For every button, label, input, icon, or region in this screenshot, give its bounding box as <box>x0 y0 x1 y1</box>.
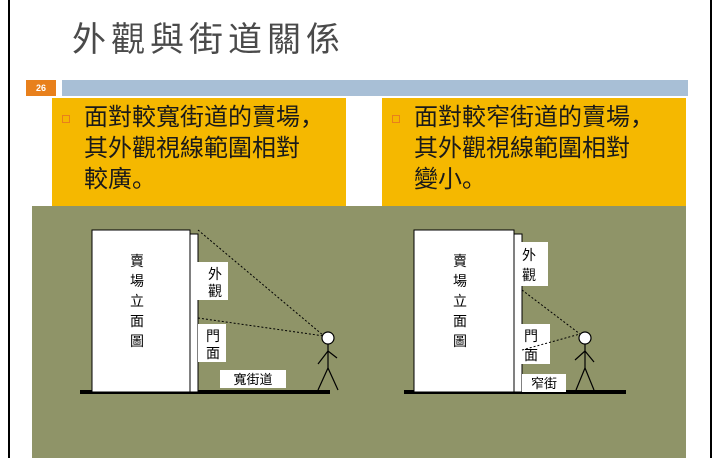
bullet-wide-street-text: 面對較寬街道的賣場， 其外觀視線範圍相對 較廣。 <box>84 103 324 193</box>
sightline-top <box>197 229 325 337</box>
facade-label: 外 <box>522 248 536 264</box>
svg-text:賣: 賣 <box>130 254 144 270</box>
facade-label: 觀 <box>208 284 222 300</box>
facade-label: 觀 <box>522 268 536 284</box>
svg-text:立: 立 <box>130 294 144 310</box>
building-elevation <box>413 229 515 393</box>
svg-text:場: 場 <box>453 274 467 290</box>
storefront-label: 門 <box>524 329 538 345</box>
street-label-box <box>522 374 566 392</box>
svg-text:場: 場 <box>130 274 144 290</box>
facade-strip <box>189 233 199 393</box>
facade-label-box <box>518 242 548 286</box>
person-icon <box>317 331 339 391</box>
street-label: 窄街 <box>531 376 557 392</box>
building-label: 賣 場 立 面 圖 <box>130 254 144 350</box>
header-bar <box>62 80 688 96</box>
bullet-square-icon <box>392 115 400 123</box>
slide-left-border <box>8 0 10 458</box>
svg-text:面: 面 <box>130 314 144 330</box>
slide-right-border <box>710 0 712 458</box>
storefront-label: 面 <box>206 346 220 362</box>
diagrams-svg: 賣 場 立 面 圖 外 觀 門 面 寬街道 <box>80 229 626 394</box>
wide-street-diagram: 賣 場 立 面 圖 外 觀 門 面 寬街道 <box>80 229 339 394</box>
svg-text:賣: 賣 <box>453 254 467 270</box>
street-label-box <box>220 370 286 388</box>
diagram-area: 賣 場 立 面 圖 外 觀 門 面 寬街道 <box>32 206 686 458</box>
storefront-label-box <box>198 324 226 362</box>
building-label: 賣 場 立 面 圖 <box>453 254 467 350</box>
bullet-narrow-street-text: 面對較窄街道的賣場， 其外觀視線範圍相對 變小。 <box>414 103 654 193</box>
bullet-narrow-street: 面對較窄街道的賣場， 其外觀視線範圍相對 變小。 <box>382 98 686 206</box>
facade-label: 外 <box>208 267 222 283</box>
bullet-square-icon <box>62 115 70 123</box>
sightline-bottom <box>197 317 325 337</box>
page-number: 26 <box>26 80 56 96</box>
facade-strip <box>513 233 523 393</box>
person-icon <box>574 331 595 391</box>
slide-title: 外觀與街道關係 <box>72 20 345 60</box>
street-label: 寬街道 <box>233 372 272 388</box>
svg-text:圖: 圖 <box>130 334 144 350</box>
facade-label-box <box>196 262 228 300</box>
svg-text:圖: 圖 <box>453 334 467 350</box>
narrow-street-diagram: 賣 場 立 面 圖 外 觀 門 面 窄街 <box>404 229 626 394</box>
svg-text:立: 立 <box>453 294 467 310</box>
bullet-wide-street: 面對較寬街道的賣場， 其外觀視線範圍相對 較廣。 <box>52 98 346 206</box>
sightline-top <box>521 289 581 335</box>
storefront-label: 門 <box>206 329 220 345</box>
storefront-label: 面 <box>524 348 538 364</box>
storefront-label-box <box>520 324 550 364</box>
svg-text:面: 面 <box>453 314 467 330</box>
building-elevation <box>91 229 191 393</box>
